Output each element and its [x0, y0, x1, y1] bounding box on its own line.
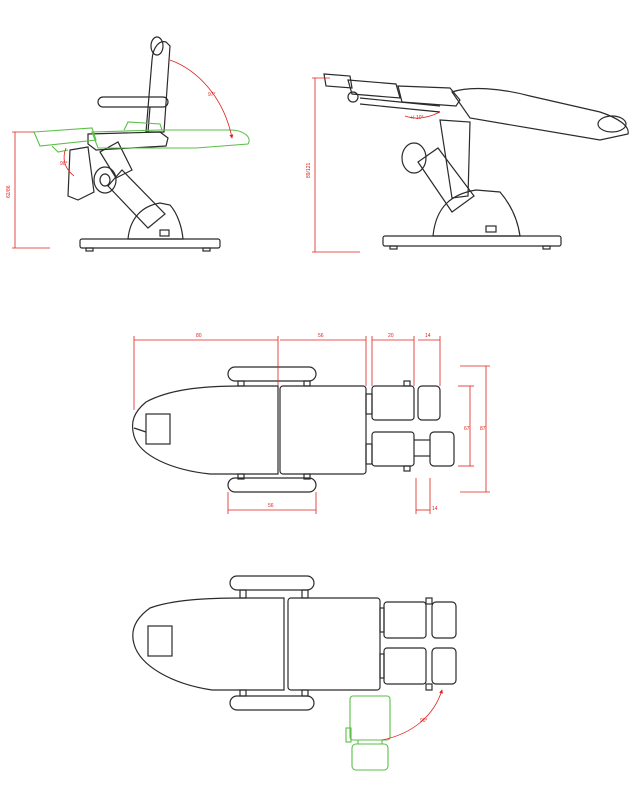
- seat: [87, 131, 169, 151]
- side-view-flat: [323, 73, 629, 250]
- leg-rest-rotated-lower: [383, 647, 427, 685]
- backrest-top: [131, 385, 279, 475]
- seat-flat: [397, 85, 461, 107]
- leg-rest-rotated-green: [349, 695, 391, 741]
- dim-back-label: 80: [196, 333, 202, 339]
- seat-top: [279, 385, 367, 475]
- side-view-upright: [67, 36, 221, 252]
- footrest-angle-label: 90°: [60, 161, 68, 167]
- armrest-top-rotated: [229, 575, 315, 591]
- height-label-flat: 89/121: [306, 162, 312, 178]
- headrest-flat: [597, 115, 627, 133]
- backrest-angle-label: 97°: [208, 92, 216, 98]
- rotation-dimension: [381, 689, 443, 741]
- backrest: [145, 41, 171, 133]
- foot-rest-rotated-lower: [431, 647, 457, 685]
- column-housing: [127, 202, 184, 240]
- armrest: [97, 96, 169, 108]
- leg-rest-top-upper: [371, 385, 415, 421]
- pivot-joint: [93, 166, 117, 194]
- headrest-top: [145, 413, 171, 445]
- armrest-bottom-rotated: [229, 695, 315, 711]
- dim-total-width-label: 87: [480, 426, 486, 432]
- base-plate: [79, 238, 221, 249]
- top-view: [131, 366, 455, 493]
- lift-arm-flat: [417, 147, 475, 213]
- side-view-alternate-flat: [33, 121, 250, 153]
- base-plate-flat: [382, 235, 562, 247]
- pivot-joint-flat: [401, 142, 427, 174]
- headrest-top-rotated: [147, 625, 173, 657]
- foot-rest-top-lower: [429, 431, 455, 467]
- knob-flat: [347, 91, 359, 103]
- armrest-top: [227, 366, 317, 382]
- rotated-alternate-position: [345, 695, 391, 771]
- top-view-rotated: [132, 575, 457, 711]
- backrest-flat: [451, 87, 629, 141]
- foot-rest-rotated-green: [351, 743, 389, 771]
- side-flat-dimensions: [312, 77, 441, 253]
- lift-arm: [107, 169, 166, 229]
- dim-foot-label: 14: [425, 333, 431, 339]
- rotation-angle-label: 90°: [420, 718, 428, 724]
- leg-rest-top-lower: [371, 431, 415, 467]
- foot-rest-top-upper: [417, 385, 441, 421]
- backrest-top-rotated: [132, 597, 285, 691]
- armrest-bottom: [227, 477, 317, 493]
- dim-seat-label: 56: [318, 333, 324, 339]
- column-housing-flat: [432, 189, 521, 237]
- leg-rest-flat: [347, 79, 401, 99]
- headrest: [150, 36, 164, 56]
- height-label-upright: 62/86: [6, 185, 12, 198]
- dim-leg-label: 20: [388, 333, 394, 339]
- leg-section: [67, 146, 95, 201]
- tilt-angle-label: +/-10°: [410, 115, 424, 121]
- dim-foot-offset-label: 14: [432, 506, 438, 512]
- foot-rest-rotated-upper: [431, 601, 457, 639]
- dim-arm-label: 56: [268, 503, 274, 509]
- dim-leg-width-label: 67: [464, 426, 470, 432]
- foot-rest-flat: [323, 73, 353, 89]
- side-upright-dimensions: [12, 59, 234, 249]
- leg-rest-rotated-upper: [383, 601, 427, 639]
- top-view-dimensions: [133, 336, 490, 514]
- seat-top-rotated: [287, 597, 381, 691]
